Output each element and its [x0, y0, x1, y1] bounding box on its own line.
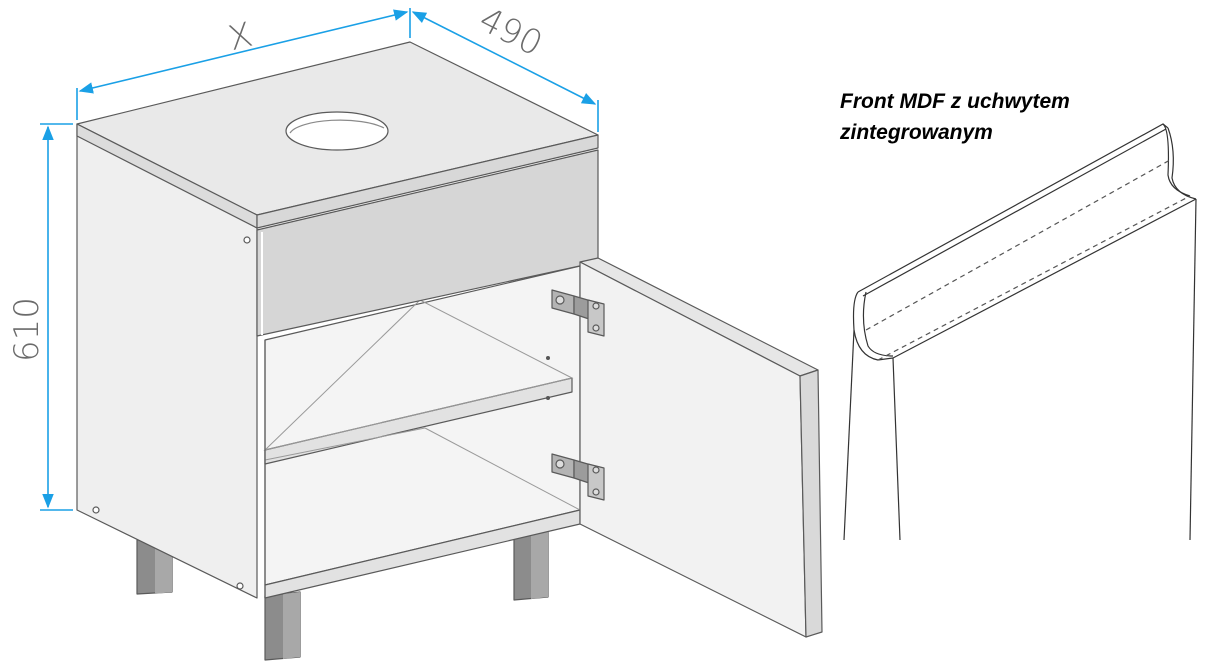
side-panel-screw — [236, 582, 244, 590]
caption-line-1: Front MDF z uchwytem — [840, 90, 1070, 113]
caption-line-2: zintegrowanym — [839, 121, 993, 144]
dimension-lines — [40, 8, 599, 511]
dimension-line-width — [78, 9, 409, 94]
cabinet-legs — [136, 529, 549, 661]
sink-hole — [285, 111, 389, 151]
dimension-line-depth — [411, 11, 597, 105]
mdf-front-handle-detail — [843, 123, 1197, 541]
hinge-upper — [551, 289, 605, 337]
width-label: X — [224, 15, 256, 59]
cabinet-door-open — [579, 257, 823, 638]
side-panel-screw — [92, 506, 100, 514]
side-panel-screw — [243, 236, 251, 244]
height-label: 610 — [7, 297, 47, 362]
hinge-lower — [551, 453, 605, 501]
depth-label: 490 — [473, 0, 549, 65]
